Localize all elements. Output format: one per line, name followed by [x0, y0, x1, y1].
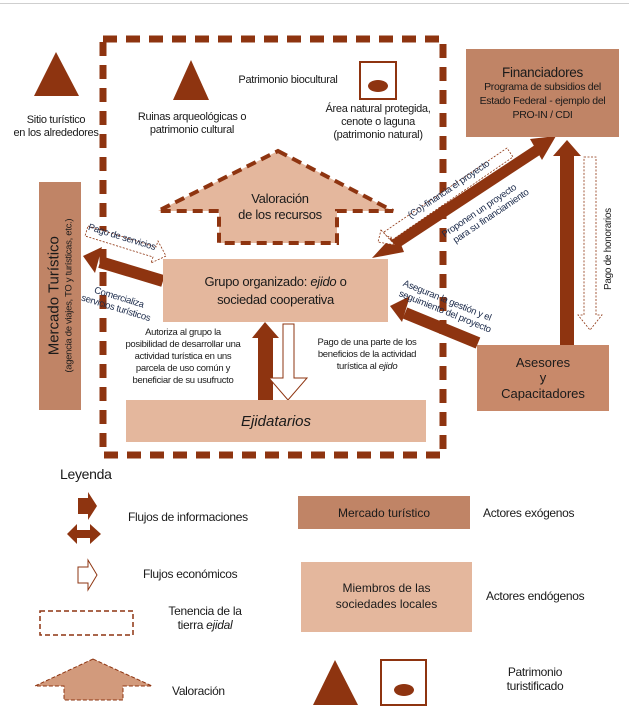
valuation-line1: Valoración — [251, 191, 309, 206]
service-payment-arrow — [84, 225, 167, 264]
advisors-line1: Asesores — [515, 354, 571, 370]
legend-econ-flows-label: Flujos económicos — [143, 567, 238, 581]
group-line2: sociedad cooperativa — [217, 291, 334, 307]
ejidatarios-label: Ejidatarios — [240, 412, 312, 430]
natural-area-label: Área natural protegida, cenote o laguna … — [325, 103, 431, 142]
nearby-site-triangle-icon — [34, 52, 79, 96]
benefit-share-label: Pago de una parte de los beneficios de l… — [317, 337, 417, 372]
ejidatarios-to-group-arrow — [252, 322, 279, 400]
financiers-box: Financiadores Programa de subsidios del … — [466, 49, 619, 137]
financiers-line1: Programa de subsidios del — [484, 81, 601, 94]
group-to-market-arrow — [83, 247, 165, 287]
valuation-shape — [157, 148, 394, 245]
group-to-ejidatarios-arrow — [267, 323, 309, 401]
ruins-label: Ruinas arqueológicas o patrimonio cultur… — [137, 111, 247, 137]
legend-heritage-triangle-icon — [313, 660, 358, 705]
legend-exo-box: Mercado turístico — [298, 496, 470, 529]
advisors-to-financiers-arrow — [553, 140, 581, 349]
cofinancing-arrow — [377, 147, 514, 246]
natural-area-square-icon — [359, 61, 397, 100]
tourism-market-box: Mercado Turístico (agencia de viajes, TO… — [39, 182, 81, 410]
tenure-line2: tierra ejidal — [177, 618, 233, 633]
ejidatarios-box: Ejidatarios — [126, 400, 426, 442]
legend-econ-flow-icon — [77, 558, 98, 592]
valuation-line2: de los recursos — [238, 206, 322, 222]
legend-endo-box: Miembros de las sociedades locales — [301, 562, 472, 632]
legend-info-flow-icon — [67, 492, 101, 544]
financiers-line3: PRO-IN / CDI — [512, 108, 573, 121]
legend-endo-line2: sociedades locales — [335, 597, 438, 611]
advisors-to-group-arrow — [390, 296, 481, 349]
fees-payment-label: Pago de honorarios — [603, 208, 614, 290]
nearby-site-label: Sitio turístico en los alrededores — [13, 114, 99, 140]
legend-endo-line1: Miembros de las — [342, 581, 431, 596]
legend-heritage-label: Patrimonio turistificado — [490, 665, 580, 694]
authorizes-label: Autoriza al grupo la posibilidad de desa… — [125, 327, 241, 386]
legend-title: Leyenda — [60, 466, 112, 482]
advisors-line2: y — [539, 370, 547, 386]
financiers-double-arrow — [372, 136, 556, 258]
biocultural-heritage-title: Patrimonio biocultural — [238, 74, 338, 86]
legend-endo-label: Actores endógenos — [486, 589, 585, 603]
ejidal-land-boundary — [99, 35, 447, 459]
tenure-line1: Tenencia de la — [168, 604, 242, 618]
advisors-box: Asesores y Capacitadores — [477, 345, 609, 411]
ruins-triangle-icon — [173, 60, 209, 100]
natural-area-ellipse-icon — [368, 80, 388, 92]
legend-heritage-ellipse-icon — [394, 684, 414, 696]
advisors-line3: Capacitadores — [501, 385, 585, 401]
group-line1: Grupo organizado: ejido o — [204, 273, 347, 289]
top-rule — [0, 3, 629, 4]
legend-tenure-label: Tenencia de la tierra ejidal — [160, 604, 250, 633]
heritage-line1: Patrimonio — [507, 665, 563, 679]
organized-group-box: Grupo organizado: ejido o sociedad coope… — [163, 259, 388, 322]
legend-tenure-icon — [39, 610, 134, 636]
financiers-title: Financiadores — [502, 64, 583, 80]
legend-valuation-label: Valoración — [172, 684, 225, 698]
legend-valuation-icon — [34, 658, 153, 701]
legend-heritage-square-icon — [380, 659, 427, 706]
market-title: Mercado Turístico — [45, 236, 63, 356]
legend-exo-box-label: Mercado turístico — [337, 505, 431, 520]
valuation-label: Valoración de los recursos — [210, 191, 350, 222]
legend-info-flows-label: Flujos de informaciones — [128, 510, 248, 524]
heritage-line2: turistificado — [506, 679, 564, 694]
financiers-line2: Estado Federal - ejemplo del — [479, 94, 606, 107]
legend-exo-label: Actores exógenos — [483, 506, 575, 520]
fees-payment-arrow — [577, 156, 603, 331]
market-subtitle: (agencia de viajes, TO y turísticas, etc… — [63, 219, 75, 373]
